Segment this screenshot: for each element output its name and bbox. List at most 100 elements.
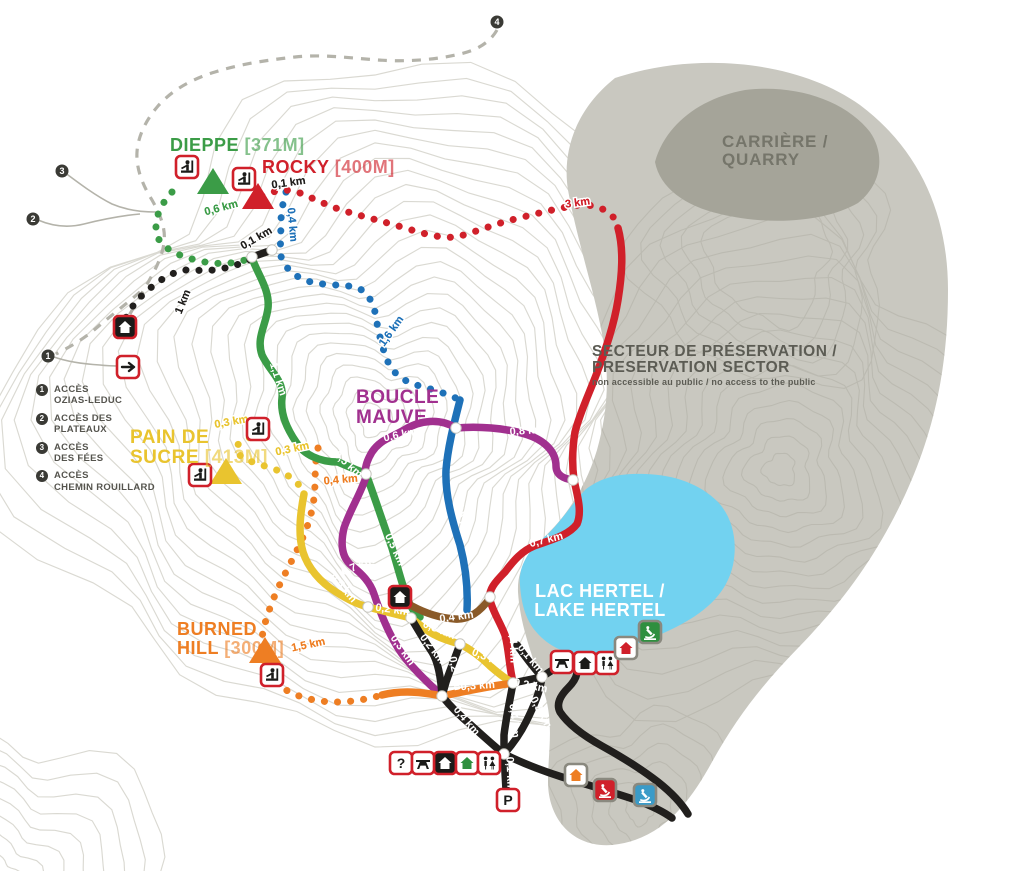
distance-label: 0,4 km0,4 km bbox=[322, 471, 360, 489]
svg-text:0,8 km: 0,8 km bbox=[509, 424, 544, 438]
lake-hertel-area bbox=[519, 473, 735, 655]
trail-junction-dot bbox=[246, 251, 258, 263]
trail-dieppe-dotted bbox=[152, 188, 254, 267]
trail-junction-dot bbox=[360, 468, 372, 480]
trail-junction-dot bbox=[436, 690, 448, 702]
trail-red-solid bbox=[485, 224, 626, 686]
summit-name: ROCKY bbox=[262, 157, 330, 177]
distance-label: 0,6 km0,6 km bbox=[202, 196, 241, 220]
distance-label: 0,4 km0,4 km bbox=[283, 206, 301, 244]
trail-rocky-dotted bbox=[258, 186, 622, 241]
house-plain-icon bbox=[572, 650, 598, 676]
summit-name: BURNED bbox=[177, 619, 258, 639]
distance-label: 1 km1 km bbox=[171, 286, 195, 317]
summit-elevation: [413M] bbox=[204, 446, 268, 468]
svg-text:4: 4 bbox=[494, 17, 499, 27]
trail-burned-hill-dotted bbox=[258, 444, 386, 706]
svg-text:0,5 km: 0,5 km bbox=[382, 532, 407, 568]
summit-elevation: [400M] bbox=[334, 157, 395, 177]
viewpoint-icon bbox=[259, 662, 285, 688]
trail-junction-dot bbox=[567, 474, 579, 486]
distance-label: 1,1 km bbox=[267, 361, 289, 397]
trail-black-solid bbox=[500, 750, 510, 794]
summit-triangle-icon bbox=[249, 637, 281, 663]
svg-text:0,4 km: 0,4 km bbox=[506, 629, 519, 664]
access-number-marker: 3 bbox=[55, 164, 69, 178]
distance-label: 0,4 km bbox=[507, 703, 522, 738]
scope-red-icon bbox=[592, 777, 618, 803]
trail-junction-dot bbox=[362, 601, 374, 613]
distance-label: 0,4 km bbox=[506, 629, 519, 664]
svg-text:0,4 km: 0,4 km bbox=[323, 473, 358, 488]
access-number-badge: 4 bbox=[36, 470, 48, 483]
trail-label-boucle-mauve: BOUCLE MAUVE bbox=[356, 387, 440, 428]
viewpoint-icon bbox=[245, 416, 271, 442]
trail-yellow-solid bbox=[296, 490, 517, 687]
trail-access-dotted bbox=[120, 256, 254, 326]
distance-label: 0,8 km bbox=[453, 502, 471, 538]
distance-label: 0,1 km0,1 km bbox=[269, 173, 308, 193]
trail-junction-dot bbox=[450, 422, 462, 434]
trail-junction-dot bbox=[405, 612, 417, 624]
preservation-contours bbox=[525, 129, 948, 846]
shelter-dark-icon bbox=[387, 584, 413, 610]
svg-text:0,2 km: 0,2 km bbox=[446, 656, 464, 692]
summit-label-pain-de-sucre: PAIN DE SUCRE [413M] bbox=[130, 428, 268, 468]
svg-text:P: P bbox=[503, 792, 512, 808]
svg-text:0,8 km: 0,8 km bbox=[453, 502, 471, 538]
house-orange-icon bbox=[563, 762, 589, 788]
svg-text:0,1 km: 0,1 km bbox=[271, 175, 307, 192]
parking-icon: P bbox=[495, 787, 521, 813]
access-number-badge: 2 bbox=[36, 412, 48, 425]
viewpoint-icon bbox=[231, 166, 257, 192]
region-label-quarry: CARRIÈRE / QUARRY bbox=[722, 132, 829, 169]
trail-junction-dot bbox=[536, 671, 548, 683]
trail-junction-dot bbox=[507, 677, 519, 689]
svg-text:1 km: 1 km bbox=[173, 288, 194, 316]
distance-label: 0,4 km bbox=[439, 609, 475, 626]
distance-label: 0,1 km bbox=[503, 757, 516, 792]
svg-text:3 km: 3 km bbox=[564, 195, 591, 210]
trail-black-solid bbox=[407, 614, 446, 700]
region-label-lake-hertel: LAC HERTEL / LAKE HERTEL bbox=[534, 581, 666, 620]
region-label-preservation: SECTEUR DE PRÉSERVATION / PRESERVATION S… bbox=[592, 343, 838, 388]
svg-text:0,1 km: 0,1 km bbox=[503, 757, 516, 792]
trail-black-solid bbox=[438, 692, 508, 758]
svg-text:0,4 km: 0,4 km bbox=[507, 703, 522, 738]
summit-triangle-icon bbox=[210, 458, 242, 484]
summit-triangle-icon bbox=[197, 168, 229, 194]
summit-name: DIEPPE bbox=[170, 135, 240, 155]
trail-blue-dotted bbox=[276, 188, 464, 404]
summit-name: HILL bbox=[177, 637, 219, 658]
trail-boucle-mauve-west bbox=[338, 417, 460, 700]
svg-text:1,1 km: 1,1 km bbox=[267, 361, 289, 397]
summit-name: PAIN DE bbox=[130, 427, 210, 448]
viewpoint-icon bbox=[187, 462, 213, 488]
svg-text:0,3 km: 0,3 km bbox=[460, 679, 495, 693]
trail-black-solid bbox=[500, 673, 546, 758]
access-number-marker: 4 bbox=[490, 15, 504, 29]
scope-green-icon bbox=[637, 619, 663, 645]
trail-pain-de-sucre-dotted bbox=[232, 430, 308, 498]
svg-text:3: 3 bbox=[59, 166, 64, 176]
trail-blue-solid bbox=[442, 396, 471, 614]
svg-text:0,6 km: 0,6 km bbox=[203, 198, 239, 219]
trail-junction-dot bbox=[266, 244, 278, 256]
svg-text:0,4 km: 0,4 km bbox=[285, 207, 300, 242]
svg-text:1,6 km: 1,6 km bbox=[377, 314, 407, 349]
distance-label: 0,8 km bbox=[509, 424, 544, 438]
access-number-badge: 3 bbox=[36, 441, 48, 454]
picnic-icon bbox=[410, 750, 436, 776]
contour-lines bbox=[0, 61, 693, 871]
svg-text:1: 1 bbox=[45, 351, 50, 361]
